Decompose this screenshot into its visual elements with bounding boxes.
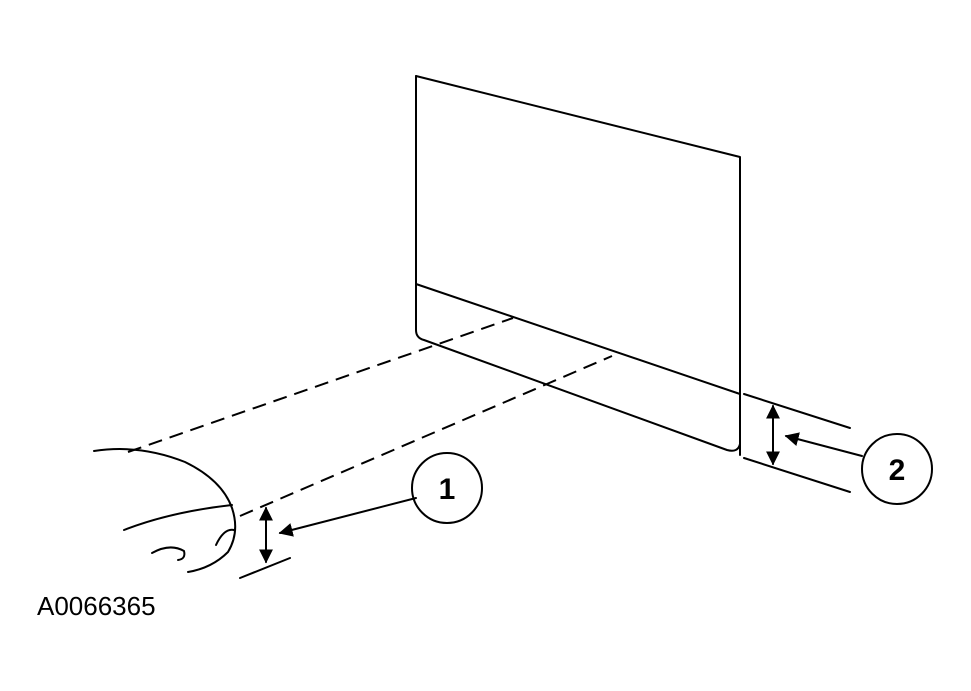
panel-lower-band-line: [415, 283, 741, 395]
callout-circle-2: [861, 433, 933, 505]
callout-circle-1: [411, 452, 483, 524]
leader-arrow-1: [278, 497, 417, 537]
callout-label-1: 1: [439, 473, 456, 506]
measurement-1: 1: [239, 452, 483, 579]
reference-line-2b: [743, 457, 851, 493]
leader-arrow-2: [784, 432, 863, 457]
measurement-2: 2: [743, 393, 933, 505]
projection-lines: [127, 317, 613, 517]
hand-outline: [93, 448, 237, 573]
reference-line-2a: [743, 393, 851, 429]
callout-label-2: 2: [889, 454, 906, 487]
reference-line-1: [239, 557, 291, 579]
glass-panel: [415, 75, 741, 456]
figure-id-label: A0066365: [37, 591, 156, 621]
